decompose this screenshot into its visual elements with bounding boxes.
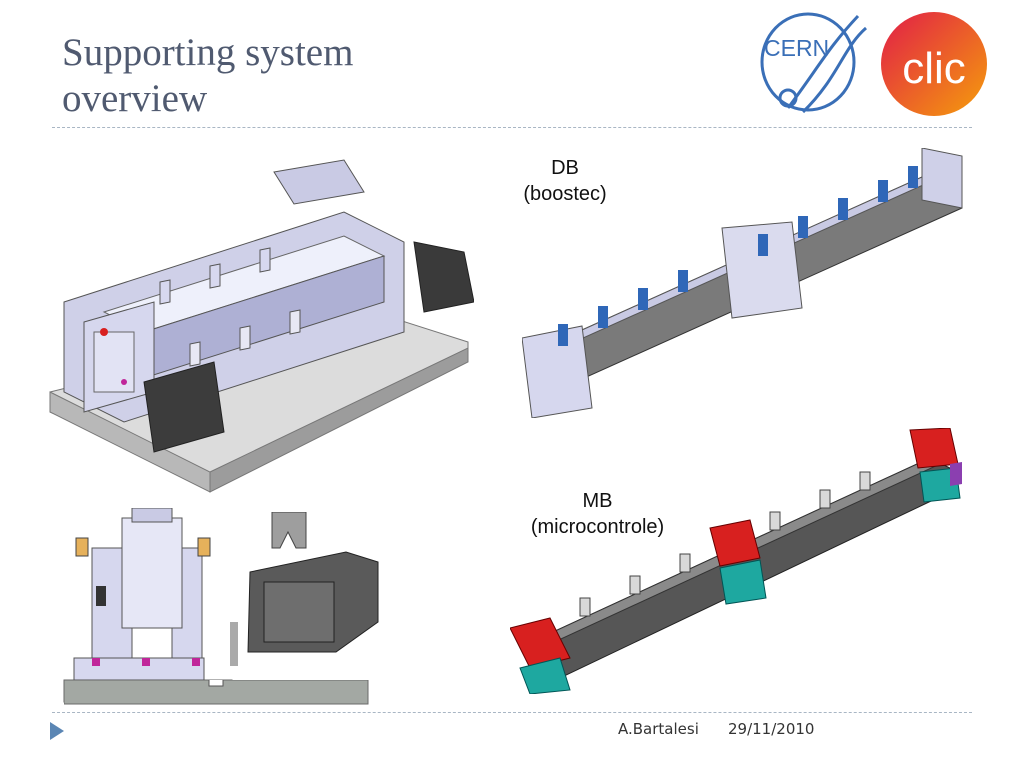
cern-logo-text: CERN [764,35,829,61]
footer-date: 29/11/2010 [728,720,815,738]
db-assembly-image [522,148,963,418]
clic-logo-text: clic [902,44,966,93]
mb-label-line-2: (microcontrole) [530,516,665,538]
cern-logo: CERN [760,12,867,114]
floor-plate-image [64,680,369,705]
title-line-2: overview [62,77,208,120]
triangle-bullet-icon [50,722,64,740]
mb-assembly-image [510,428,962,694]
db-label-line-2: (boostec) [523,183,607,205]
slide-title: Supporting system overview [62,30,353,122]
front-view-image [63,508,233,703]
mb-label: MB (microcontrole) [510,488,685,540]
clic-logo: clic [881,12,987,116]
footer-divider [52,712,972,713]
db-label-line-1: DB [551,157,579,179]
header-divider [52,127,972,128]
footer-author: A.Bartalesi [618,720,699,738]
db-label: DB (boostec) [500,155,630,207]
side-view-image [230,512,379,666]
isometric-assembly-image [49,159,474,493]
title-line-1: Supporting system [62,31,354,74]
mb-label-line-1: MB [582,490,613,512]
